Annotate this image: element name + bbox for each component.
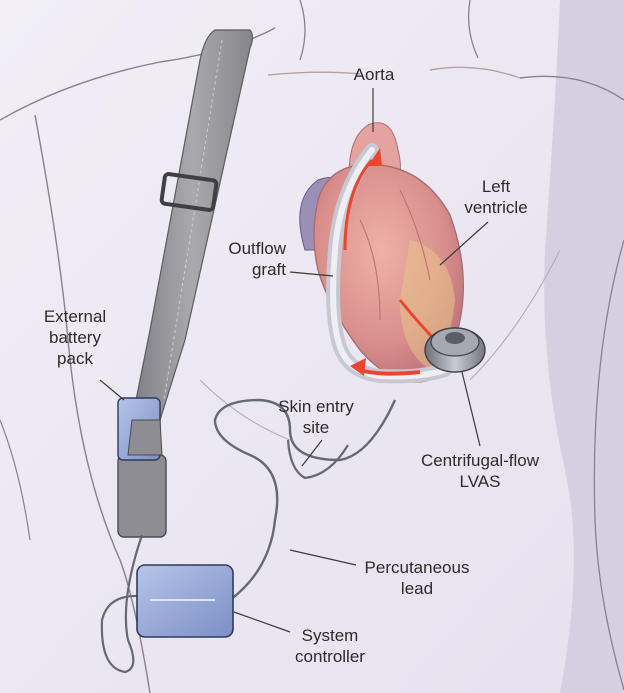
label-outflow-graft: Outflow graft: [200, 238, 286, 280]
label-aorta: Aorta: [343, 64, 405, 85]
label-skin-entry-site: Skin entry site: [266, 396, 366, 438]
label-centrifugal-flow-lvas: Centrifugal-flow LVAS: [402, 450, 558, 492]
label-system-controller: System controller: [280, 625, 380, 667]
strap-lower: [128, 420, 162, 455]
label-percutaneous-lead: Percutaneous lead: [354, 557, 480, 599]
label-external-battery-pack: External battery pack: [30, 306, 120, 369]
label-left-ventricle: Left ventricle: [448, 176, 544, 218]
battery-pouch: [118, 455, 166, 537]
lvas-pump-inflow: [445, 332, 465, 344]
